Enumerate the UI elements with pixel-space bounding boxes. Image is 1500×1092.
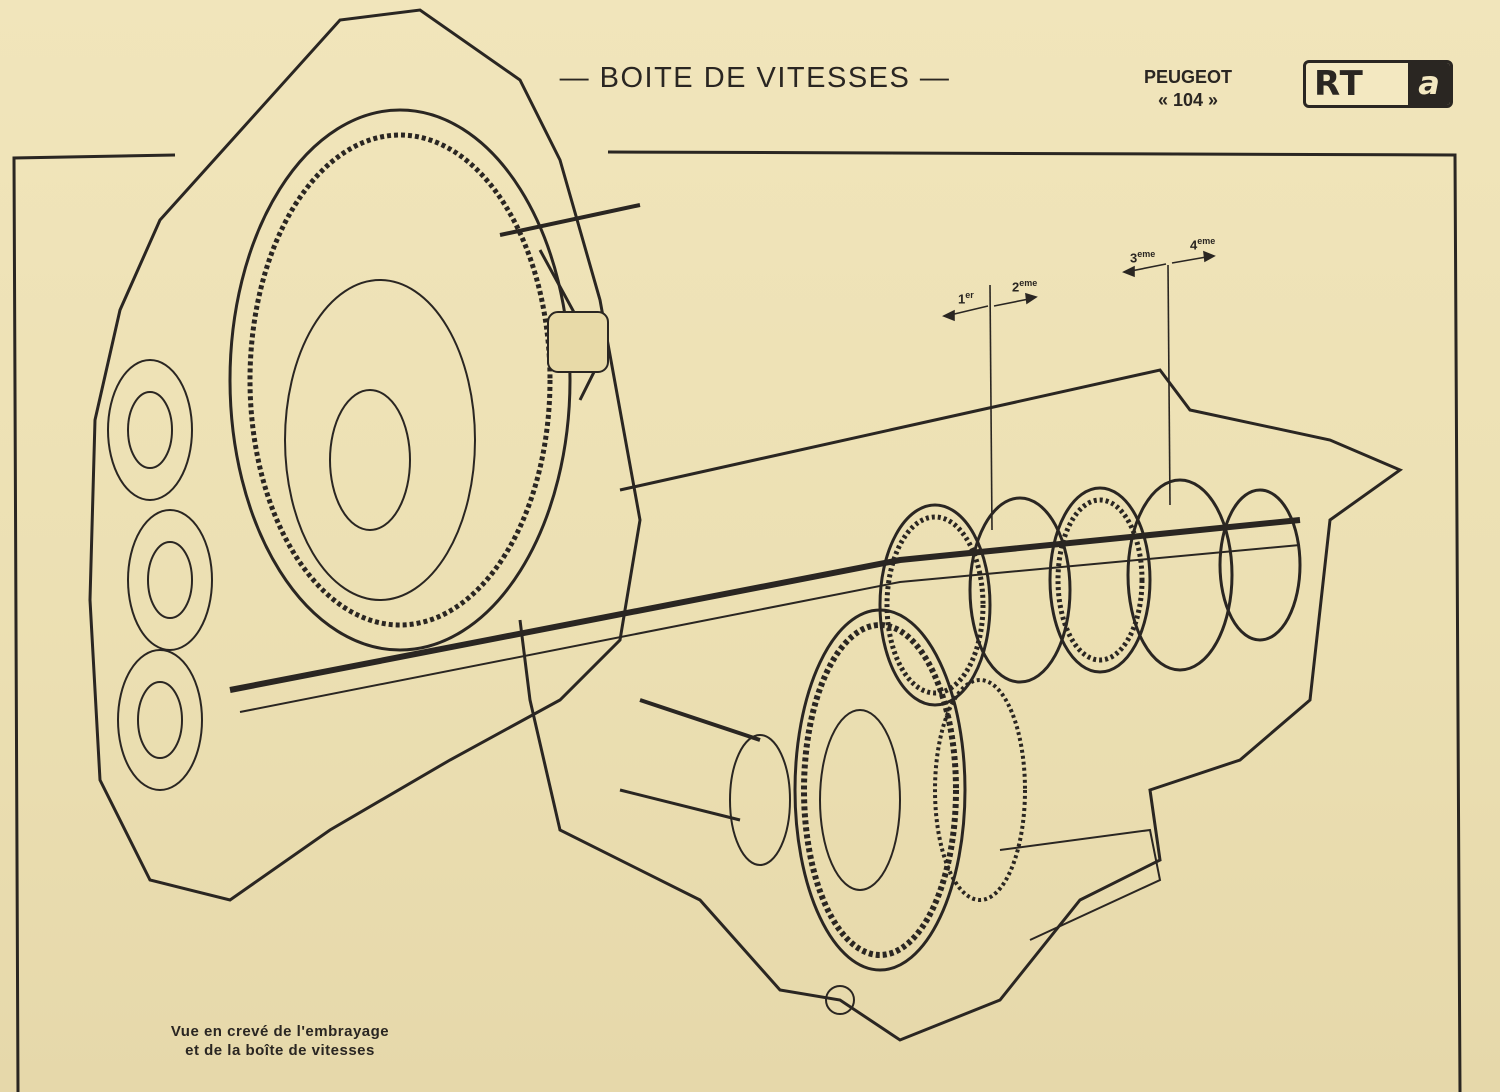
gear-label-4th: 4eme — [1190, 236, 1216, 253]
vehicle-make: PEUGEOT — [1143, 67, 1232, 87]
gear-label-2nd: 2eme — [1012, 278, 1038, 295]
vehicle-model: « 104 » — [1157, 90, 1219, 110]
gear-label-1st: 1er — [958, 290, 974, 307]
rta-logo: RT a — [1303, 60, 1453, 108]
caption-line-1: Vue en crevé de l'embrayage — [170, 1023, 390, 1040]
page-title: — BOITE DE VITESSES — — [559, 62, 951, 94]
vehicle-brand: PEUGEOT « 104 » — [1128, 66, 1248, 112]
gear-label-3rd: 3eme — [1130, 249, 1156, 266]
logo-rt-text: RT — [1314, 64, 1364, 104]
diagram-caption: Vue en crevé de l'embrayage et de la boî… — [120, 1022, 440, 1060]
logo-a-text: a — [1408, 63, 1450, 105]
caption-line-2: et de la boîte de vitesses — [185, 1042, 375, 1059]
